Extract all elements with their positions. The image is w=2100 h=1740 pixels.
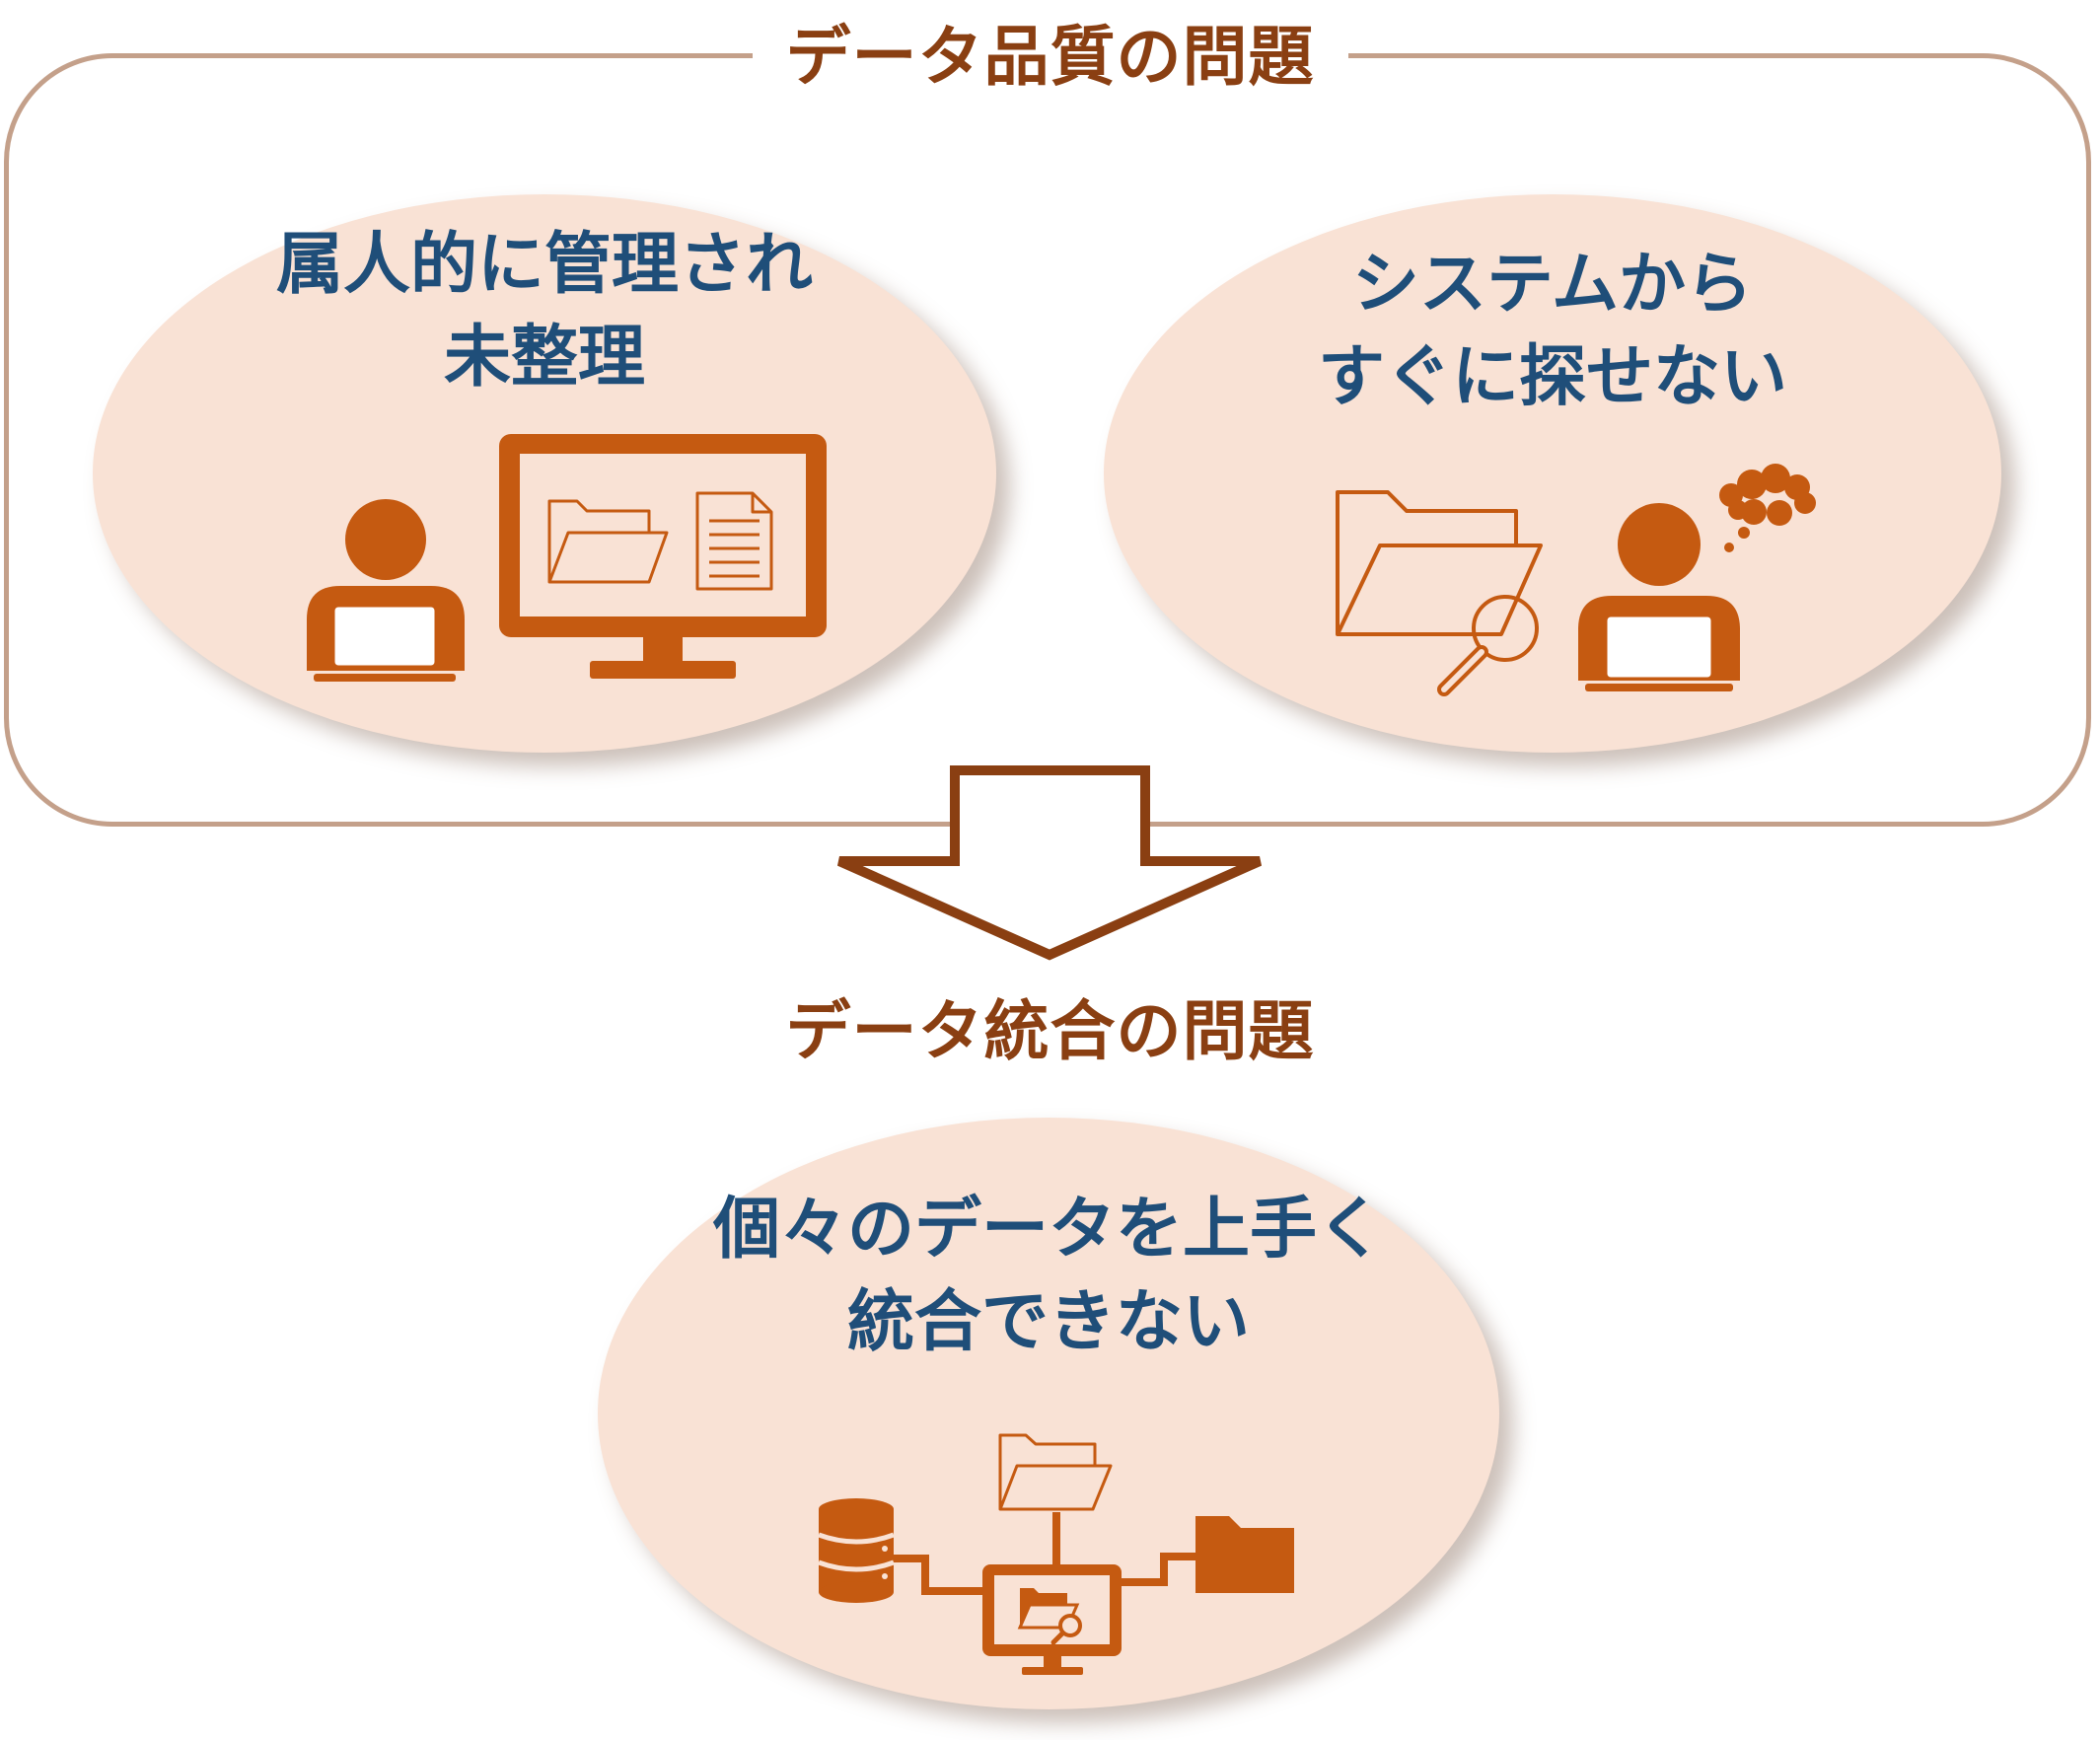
- problem-text-unorganized: 属人的に管理され 未整理: [275, 226, 813, 397]
- document-icon: [695, 491, 773, 591]
- laptop-screen-icon: [331, 604, 438, 669]
- problem-ellipse-unsearchable: [1104, 194, 2001, 753]
- database-icon: [818, 1498, 895, 1603]
- monitor-icon: [982, 1564, 1122, 1675]
- folder-search-icon: [1017, 1588, 1082, 1645]
- data-quality-heading: データ品質の問題: [0, 18, 2100, 97]
- network-icon: [894, 1512, 1195, 1595]
- folder-icon: [547, 499, 669, 584]
- magnifier-handle: [1441, 649, 1484, 692]
- problem-text-unsearchable: システムから すぐに探せない: [1317, 246, 1787, 416]
- folder-filled-icon: [1195, 1516, 1294, 1593]
- folder-icon: [998, 1433, 1113, 1511]
- thought-cloud-icon: [1719, 464, 1816, 552]
- folder-search-icon: [1336, 490, 1543, 696]
- down-arrow-icon: [836, 765, 1263, 961]
- data-integration-heading: データ統合の問題: [785, 993, 1315, 1069]
- problem-text-integration: 個々のデータを上手く 統合できない: [712, 1191, 1384, 1361]
